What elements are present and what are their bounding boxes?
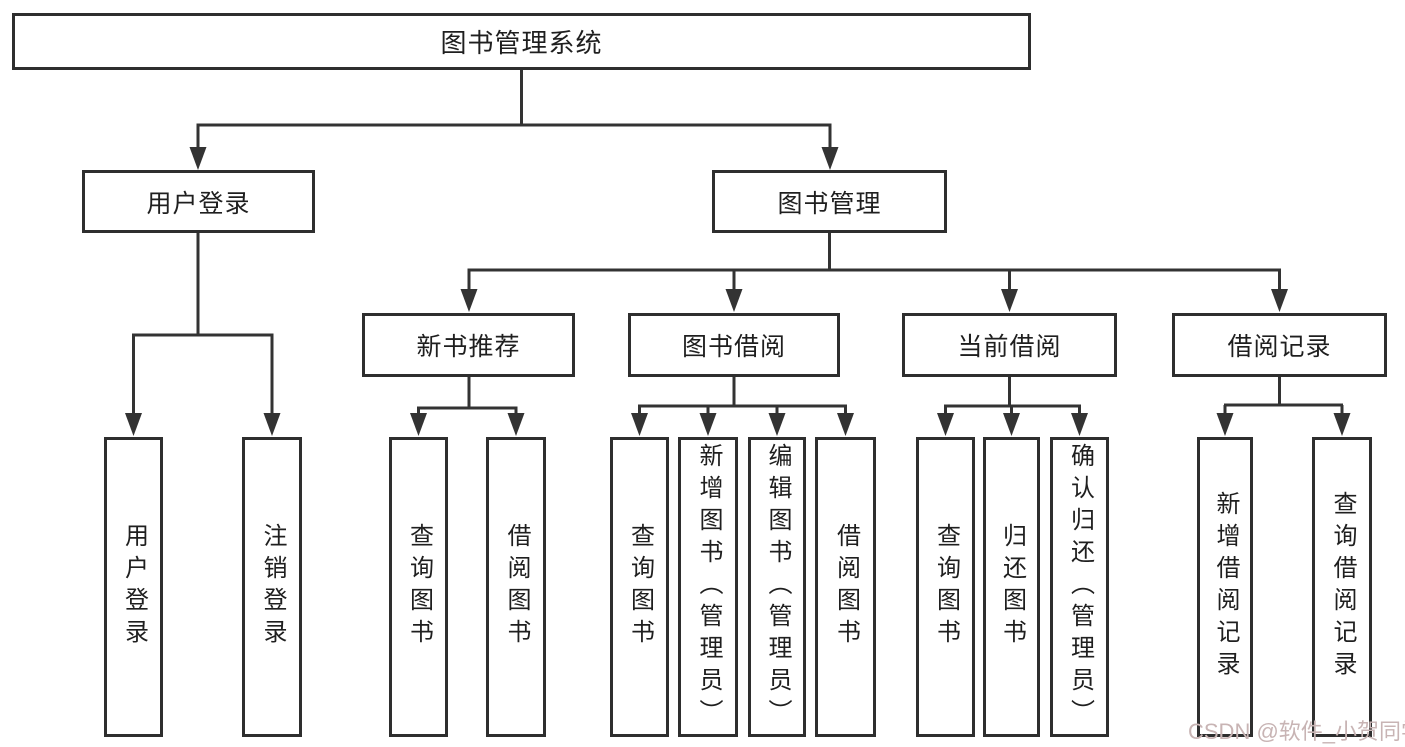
node-label: 图书借阅 [681,333,786,361]
arrowhead [1333,413,1351,436]
leaf-edit-book-admin: 编辑图书（管理员） [748,437,806,737]
leaf-query-borrow-record: 查询借阅记录 [1312,437,1372,737]
node-current-borrow: 当前借阅 [902,313,1117,377]
arrowhead [125,413,142,436]
csdn-watermark: CSDN @软件_小贺同学 [1188,719,1405,744]
arrowheads [125,147,1351,436]
node-borrow-records: 借阅记录 [1172,313,1387,377]
arrowhead [460,289,478,312]
leaf-label: 新增图书（管理员） [695,443,722,731]
leaf-query-books-current: 查询图书 [916,437,975,737]
leaf-label: 借阅图书 [503,523,530,651]
leaf-query-books-recommend: 查询图书 [389,437,448,737]
leaf-label: 查询借阅记录 [1329,491,1356,683]
node-new-book-recommend: 新书推荐 [362,313,575,377]
leaf-label: 归还图书 [998,523,1026,651]
arrowhead [1071,413,1088,436]
leaf-label: 查询图书 [405,523,433,651]
arrowhead [725,289,743,312]
arrowhead [410,413,427,436]
leaf-label: 查询图书 [626,523,654,651]
arrowhead [631,413,648,436]
node-library-management-system: 图书管理系统 [12,13,1031,70]
node-label: 图书管理 [777,189,882,218]
node-label: 图书管理系统 [440,28,603,58]
arrowhead [699,413,717,436]
arrowhead [507,413,525,436]
node-label: 借阅记录 [1227,333,1332,361]
node-label: 用户登录 [146,189,251,218]
leaf-add-borrow-record: 新增借阅记录 [1197,437,1253,737]
leaf-borrow-books: 借阅图书 [815,437,876,737]
node-label: 当前借阅 [957,333,1062,361]
node-label: 新书推荐 [416,333,521,361]
leaf-label: 新增借阅记录 [1212,491,1239,683]
node-user-login: 用户登录 [82,170,315,233]
leaf-return-books: 归还图书 [983,437,1040,737]
node-book-management: 图书管理 [712,170,947,233]
leaf-label: 用户登录 [120,523,148,651]
node-book-borrow: 图书借阅 [628,313,840,377]
arrowhead [937,413,954,436]
arrowhead [1001,289,1018,312]
leaf-add-book-admin: 新增图书（管理员） [678,437,738,737]
leaf-logout: 注销登录 [242,437,302,737]
leaf-borrow-books-recommend: 借阅图书 [486,437,546,737]
arrowhead [768,413,786,436]
leaf-label: 查询图书 [932,523,960,651]
leaf-confirm-return-admin: 确认归还（管理员） [1050,437,1109,737]
arrowhead [1216,413,1234,436]
leaf-user-login: 用户登录 [104,437,163,737]
leaf-label: 注销登录 [259,523,286,651]
arrowhead [1271,289,1288,312]
arrowhead [263,413,281,436]
leaf-label: 确认归还（管理员） [1066,443,1094,731]
leaf-label: 编辑图书（管理员） [764,443,791,731]
arrowhead [1003,413,1020,436]
arrowhead [837,413,854,436]
arrowhead [821,147,839,170]
arrowhead [189,147,207,170]
leaf-query-books-borrow: 查询图书 [610,437,669,737]
leaf-label: 借阅图书 [832,523,860,651]
